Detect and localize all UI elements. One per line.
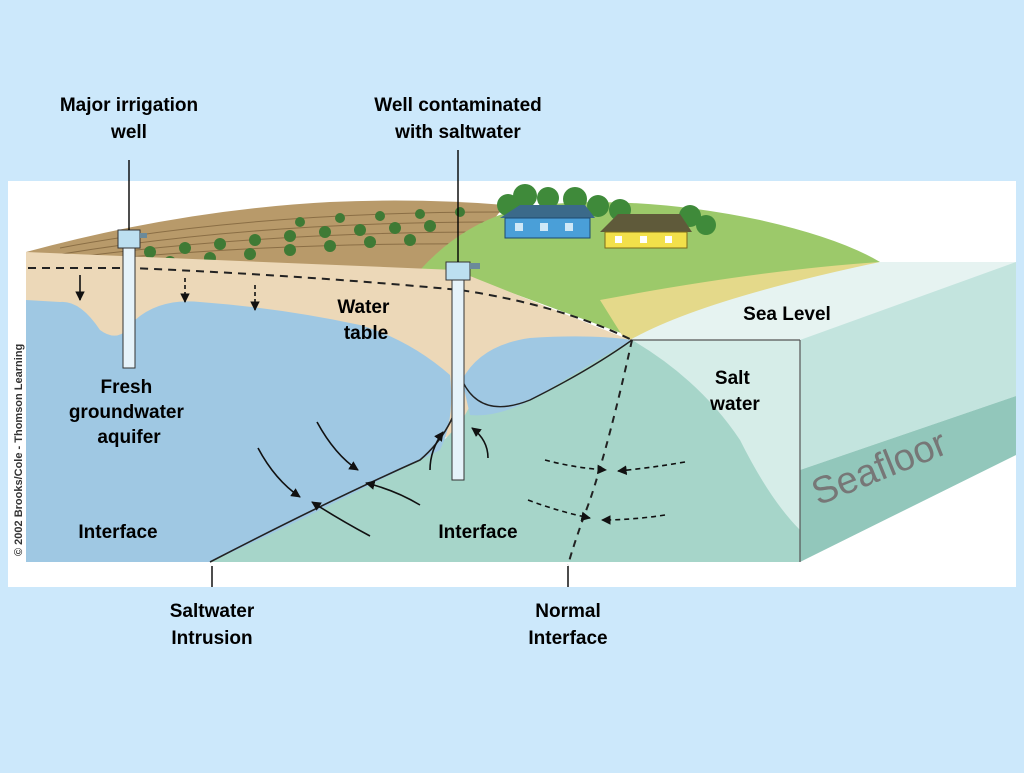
interface-center-label: Interface xyxy=(438,522,517,543)
saltwater-body xyxy=(210,340,800,562)
normal-interface-line xyxy=(567,339,633,566)
irrigation-well xyxy=(117,160,147,369)
water-table-line xyxy=(28,267,633,341)
irrigation-well-label: Major irrigation well xyxy=(59,95,199,143)
sea-level-label: Sea Level xyxy=(743,304,831,325)
water-table-label: Water table xyxy=(337,297,394,344)
contaminated-well-label: Well contaminated with saltwater xyxy=(374,95,542,143)
lens-interface xyxy=(461,339,633,408)
normal-interface-label: Normal Interface xyxy=(528,601,608,649)
seafloor-slope xyxy=(632,340,800,530)
fresh-lens xyxy=(462,336,632,416)
blue-house xyxy=(500,205,595,239)
contaminated-well xyxy=(445,150,480,481)
salt-water-label: Salt water xyxy=(709,368,760,415)
seafloor-side xyxy=(800,396,1016,562)
interface-left-label: Interface xyxy=(78,522,157,543)
fresh-aquifer-label: Fresh groundwater aquifer xyxy=(69,377,189,448)
saltwater-intrusion-label: Saltwater Intrusion xyxy=(169,601,255,649)
ocean-side xyxy=(800,262,1016,470)
yellow-house xyxy=(600,214,692,249)
flow-arrows xyxy=(75,275,686,537)
credit-label: © 2002 Brooks/Cole - Thomson Learning xyxy=(13,344,25,556)
